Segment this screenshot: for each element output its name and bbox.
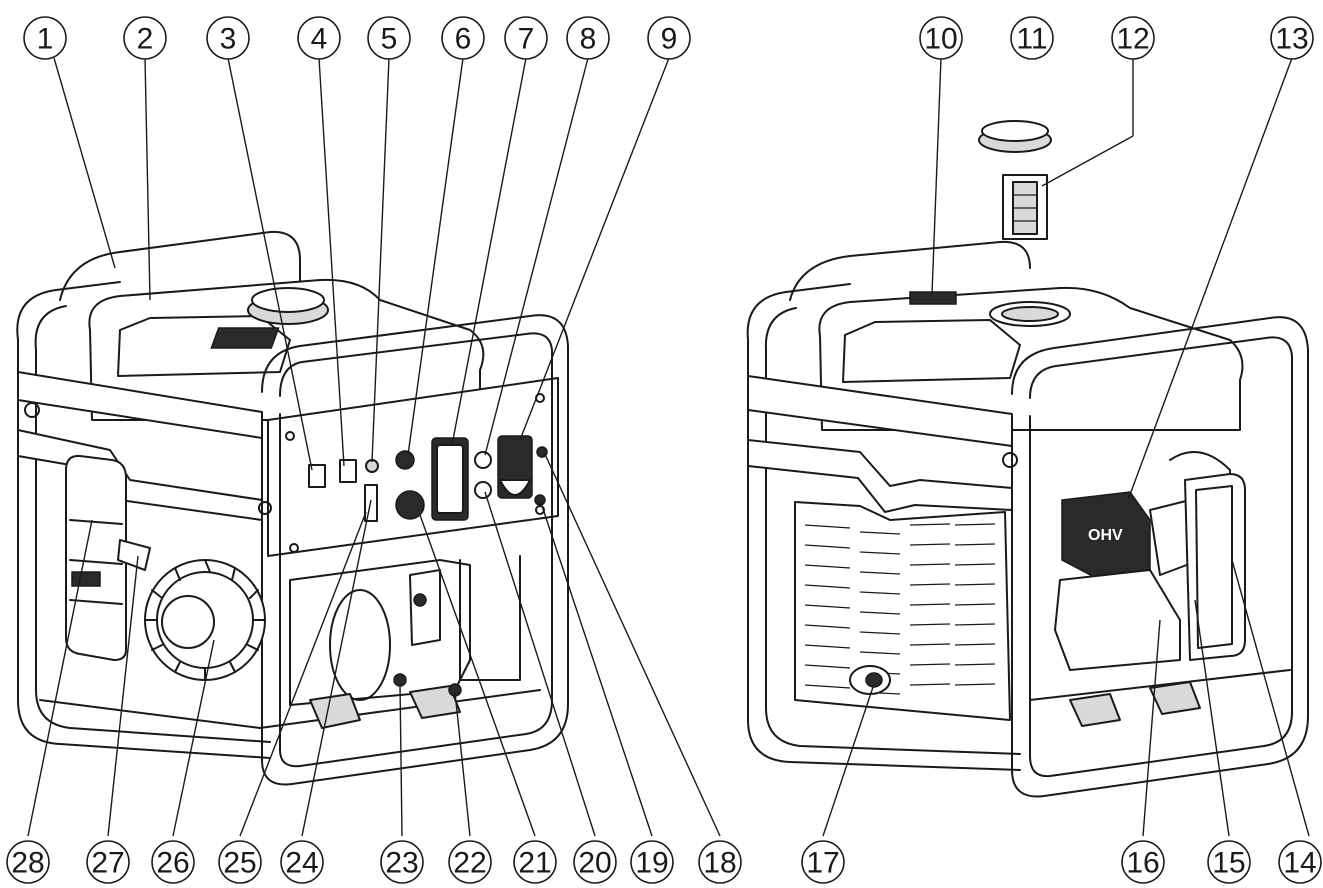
svg-text:14: 14: [1283, 847, 1316, 880]
callout-17: 17: [801, 840, 845, 884]
leader-lines: [27, 57, 1310, 837]
svg-text:28: 28: [11, 847, 44, 880]
svg-text:27: 27: [91, 847, 124, 880]
svg-text:25: 25: [223, 847, 256, 880]
svg-text:12: 12: [1116, 23, 1149, 56]
callout-10: 10: [919, 16, 963, 60]
callout-28: 28: [6, 840, 50, 884]
fuel-filter-strainer: [1002, 174, 1048, 240]
svg-text:16: 16: [1126, 847, 1159, 880]
air-filter-box: [65, 454, 127, 661]
svg-text:4: 4: [311, 23, 328, 56]
svg-text:13: 13: [1275, 23, 1308, 56]
callout-20: 20: [573, 840, 617, 884]
svg-text:8: 8: [580, 23, 597, 56]
callout-21: 21: [513, 840, 557, 884]
callout-27: 27: [86, 840, 130, 884]
callout-22: 22: [448, 840, 492, 884]
svg-text:20: 20: [578, 847, 611, 880]
callout-5: 5: [367, 16, 411, 60]
callout-1: 1: [23, 16, 67, 60]
callout-8: 8: [566, 16, 610, 60]
callout-19: 19: [630, 840, 674, 884]
circuit-breaker: [395, 450, 415, 470]
callout-4: 4: [297, 16, 341, 60]
svg-text:26: 26: [156, 847, 189, 880]
svg-text:1: 1: [37, 23, 54, 56]
callout-14: 14: [1278, 840, 1322, 884]
foot-rear-left: [1069, 693, 1121, 727]
callout-24: 24: [280, 840, 324, 884]
callout-26: 26: [151, 840, 195, 884]
alternator: [289, 559, 471, 706]
control-panel: [267, 377, 559, 557]
fuel-valve: [409, 569, 441, 646]
svg-text:18: 18: [703, 847, 736, 880]
fuel-cap-part: [978, 120, 1052, 153]
callout-13: 13: [1270, 16, 1314, 60]
svg-text:23: 23: [385, 847, 418, 880]
svg-text:5: 5: [381, 23, 398, 56]
foot-left: [309, 693, 361, 729]
callout-11: 11: [1010, 16, 1054, 60]
svg-text:9: 9: [661, 23, 678, 56]
callout-7: 7: [504, 16, 548, 60]
muffler-slots: [804, 523, 996, 695]
air-filter-cover: [1184, 473, 1246, 661]
svg-text:21: 21: [518, 847, 551, 880]
dc-socket: [395, 490, 425, 520]
callout-15: 15: [1207, 840, 1251, 884]
callout-9: 9: [647, 16, 691, 60]
fuel-tank-housing-rear: [818, 286, 1244, 431]
ohv-label: OHV: [1088, 527, 1123, 544]
callout-18: 18: [698, 840, 742, 884]
foot-rear-right: [1149, 681, 1201, 715]
crankcase: [1054, 569, 1181, 671]
generator-front-view: [16, 230, 569, 786]
foot-right: [409, 685, 461, 719]
svg-text:24: 24: [285, 847, 318, 880]
callout-25: 25: [218, 840, 262, 884]
svg-text:15: 15: [1212, 847, 1245, 880]
callout-23: 23: [380, 840, 424, 884]
callout-2: 2: [123, 16, 167, 60]
svg-text:11: 11: [1016, 23, 1047, 56]
muffler-guard: [794, 501, 1011, 721]
generator-rear-view: OHV: [746, 120, 1309, 798]
tank-vent: [210, 327, 280, 349]
switch-3: [308, 464, 326, 488]
svg-text:22: 22: [453, 847, 486, 880]
callout-16: 16: [1121, 840, 1165, 884]
svg-text:6: 6: [455, 23, 472, 56]
svg-text:17: 17: [806, 847, 839, 880]
tank-vent-rear: [909, 291, 957, 305]
svg-text:3: 3: [220, 23, 237, 56]
callout-12: 12: [1111, 16, 1155, 60]
svg-text:19: 19: [635, 847, 668, 880]
callout-3: 3: [206, 16, 250, 60]
switch-4: [339, 459, 357, 483]
callout-6: 6: [441, 16, 485, 60]
starter-handle: [117, 539, 151, 571]
svg-text:10: 10: [924, 23, 957, 56]
svg-text:7: 7: [518, 23, 535, 56]
svg-text:2: 2: [137, 23, 154, 56]
